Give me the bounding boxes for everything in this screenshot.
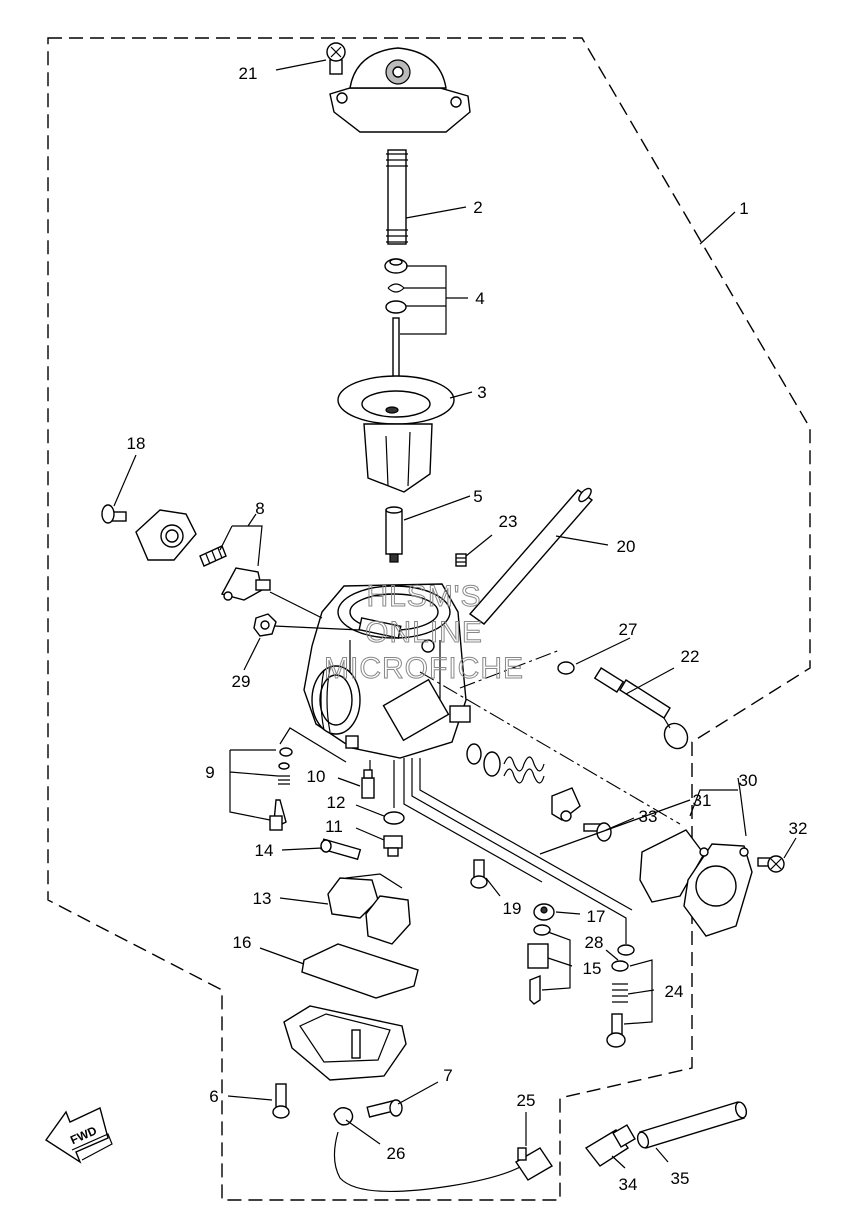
callout-3: 3 bbox=[477, 383, 486, 402]
callout-35: 35 bbox=[671, 1169, 690, 1188]
callout-24: 24 bbox=[665, 982, 684, 1001]
part-19-screw bbox=[470, 859, 488, 889]
part-22-starter-plunger bbox=[593, 667, 689, 750]
callout-28: 28 bbox=[585, 933, 604, 952]
part-26-clip bbox=[333, 1107, 354, 1126]
part-32-screw bbox=[757, 855, 785, 873]
part-cover-plate bbox=[135, 509, 197, 561]
callout-20: 20 bbox=[617, 537, 636, 556]
callout-1: 1 bbox=[739, 199, 748, 218]
callout-22: 22 bbox=[681, 647, 700, 666]
callout-32: 32 bbox=[789, 819, 808, 838]
part-4-needle-set bbox=[384, 258, 408, 389]
watermark-line-3: MICROFICHE bbox=[324, 652, 524, 685]
callout-2: 2 bbox=[473, 198, 482, 217]
part-2-spring bbox=[386, 149, 408, 245]
callout-10: 10 bbox=[307, 767, 326, 786]
part-35-hose bbox=[636, 1101, 748, 1149]
part-15-needle-valve-set bbox=[527, 924, 551, 1005]
callout-31: 31 bbox=[693, 791, 712, 810]
callout-30: 30 bbox=[739, 771, 758, 790]
callout-27: 27 bbox=[619, 620, 638, 639]
part-14-float-pin bbox=[320, 838, 362, 861]
part-30-cover bbox=[683, 843, 753, 937]
callout-11: 11 bbox=[325, 817, 343, 836]
callout-9: 9 bbox=[205, 763, 214, 782]
part-24-screw-set bbox=[606, 960, 629, 1048]
fwd-arrow: FWD bbox=[45, 1107, 113, 1164]
part-27-o-ring bbox=[557, 661, 575, 675]
part-23-plug bbox=[455, 553, 467, 567]
part-33-screw bbox=[583, 822, 612, 842]
part-21-screw bbox=[326, 42, 346, 75]
part-5-needle-jet bbox=[385, 506, 403, 563]
part-29-nut bbox=[253, 613, 277, 637]
callout-23: 23 bbox=[499, 512, 518, 531]
callout-5: 5 bbox=[473, 487, 482, 506]
watermark-line-1: HLSM'S bbox=[366, 580, 481, 613]
part-13-float bbox=[327, 873, 411, 945]
callout-19: 19 bbox=[503, 899, 522, 918]
watermark: HLSM'S ONLINE MICROFICHE bbox=[324, 580, 524, 686]
part-throttle-spring bbox=[466, 743, 545, 784]
callout-34: 34 bbox=[619, 1175, 638, 1194]
callout-6: 6 bbox=[209, 1087, 218, 1106]
callout-21: 21 bbox=[239, 64, 258, 83]
callout-7: 7 bbox=[443, 1066, 452, 1085]
watermark-line-2: ONLINE bbox=[365, 616, 483, 649]
callout-13: 13 bbox=[253, 889, 272, 908]
part-28-o-ring bbox=[617, 944, 635, 956]
part-1-carburetor-body bbox=[303, 583, 471, 759]
part-9-pilot-screw-set bbox=[269, 747, 293, 831]
callout-15: 15 bbox=[583, 959, 602, 978]
leader-lines bbox=[113, 59, 797, 1169]
part-8-enricher-set bbox=[199, 545, 271, 601]
callout-4: 4 bbox=[475, 289, 484, 308]
assembly-guide-lines bbox=[269, 591, 691, 944]
part-31-gasket bbox=[639, 829, 705, 903]
callout-16: 16 bbox=[233, 933, 252, 952]
callout-12: 12 bbox=[327, 793, 346, 812]
part-lever-plate bbox=[551, 787, 581, 822]
callout-33: 33 bbox=[639, 807, 658, 826]
callout-14: 14 bbox=[255, 841, 274, 860]
callout-8: 8 bbox=[255, 499, 264, 518]
callout-26: 26 bbox=[387, 1144, 406, 1163]
callout-25: 25 bbox=[517, 1091, 536, 1110]
part-12-o-ring bbox=[383, 811, 405, 825]
part-16-gasket bbox=[301, 943, 419, 999]
part-10-jet bbox=[361, 769, 375, 799]
callout-17: 17 bbox=[587, 907, 606, 926]
assembly-boundary bbox=[47, 37, 811, 1201]
part-11-main-jet bbox=[383, 835, 403, 857]
callout-29: 29 bbox=[232, 672, 251, 691]
callouts: 1 2 3 4 5 6 7 8 9 10 11 12 13 14 15 16 1… bbox=[127, 64, 808, 1194]
part-25-drain-hose bbox=[333, 1131, 553, 1193]
part-6-screw bbox=[272, 1083, 290, 1119]
part-float-bowl bbox=[283, 1005, 407, 1081]
part-20-hose bbox=[468, 487, 594, 625]
callout-18: 18 bbox=[127, 434, 146, 453]
part-34-joint bbox=[584, 1124, 636, 1167]
part-17-cap bbox=[533, 903, 555, 921]
part-7-drain-screw bbox=[366, 1099, 403, 1118]
part-3-diaphragm-piston bbox=[337, 375, 455, 493]
part-18-screw bbox=[101, 504, 127, 524]
part-top-cap bbox=[329, 47, 471, 133]
